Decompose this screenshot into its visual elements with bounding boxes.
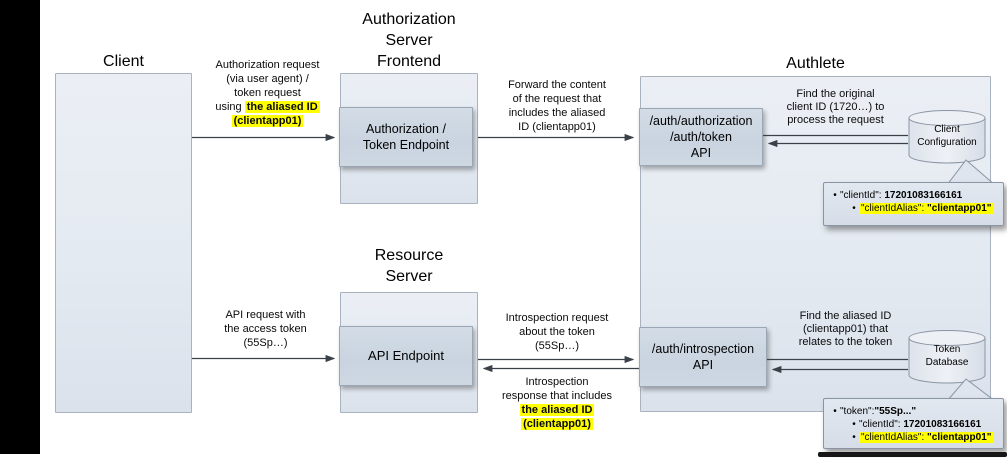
client-configuration-database-icon: Client Configuration xyxy=(908,110,986,164)
callout-item: •"clientId": 17201083166161 xyxy=(830,418,999,431)
box-label-line: Authorization / xyxy=(366,122,446,136)
api-endpoint-box: API Endpoint xyxy=(339,326,473,386)
bullet-icon: • xyxy=(833,190,837,201)
box-label-line: /auth/authorization xyxy=(649,114,753,128)
bullet-icon: • xyxy=(833,406,837,417)
auth-request-label: Authorization request (via user agent) /… xyxy=(215,59,320,127)
authorization-server-frontend-title: Authorization Server Frontend xyxy=(330,9,488,72)
box-label-line: Token Endpoint xyxy=(362,138,450,152)
left-black-bar xyxy=(0,0,40,454)
api-request-label: API request with the access token (55Sp…… xyxy=(224,309,307,349)
callout-item: •"clientIdAlias": "clientapp01" xyxy=(830,202,999,215)
client-configuration-label: Client Configuration xyxy=(917,124,977,148)
token-db-callout: •"token":"55Sp..." •"clientId": 17201083… xyxy=(823,398,1004,449)
callout-item: •"token":"55Sp..." xyxy=(830,405,999,418)
box-label-line: API xyxy=(692,358,714,372)
forward-request-label: Forward the content of the request that … xyxy=(508,79,606,133)
authorization-token-endpoint-box: Authorization / Token Endpoint xyxy=(339,107,473,167)
find-original-client-id-label: Find the original client ID (1720…) to p… xyxy=(786,88,885,126)
title-line: Authorization xyxy=(362,11,456,28)
client-config-callout: •"clientId": 17201083166161 •"clientIdAl… xyxy=(823,182,1004,226)
callout-item: •"clientId": 17201083166161 xyxy=(830,189,999,202)
bottom-right-black-bar xyxy=(818,452,1007,457)
bullet-icon: • xyxy=(852,432,856,443)
title-line: Frontend xyxy=(376,53,442,70)
box-label-line: /auth/introspection xyxy=(651,342,755,356)
box-label-line: API xyxy=(690,146,712,160)
resource-server-title: Resource Server xyxy=(330,245,488,287)
callout-item: •"clientIdAlias": "clientapp01" xyxy=(830,431,999,444)
title-line: Resource xyxy=(374,247,444,264)
auth-introspection-api-box: /auth/introspection API xyxy=(639,327,767,387)
introspection-response-label: Introspection response that includes the… xyxy=(501,376,613,430)
client-title: Client xyxy=(103,53,144,70)
bullet-icon: • xyxy=(852,419,856,430)
title-line: Server xyxy=(385,32,433,49)
title-line: Server xyxy=(385,268,433,285)
token-database-label: Token Database xyxy=(925,344,969,368)
introspection-request-label: Introspection request about the token (5… xyxy=(505,312,609,352)
box-label-line: API Endpoint xyxy=(368,348,444,363)
bullet-icon: • xyxy=(852,203,856,214)
client-box xyxy=(55,73,192,413)
find-aliased-id-label: Find the aliased ID (clientapp01) that r… xyxy=(798,310,893,348)
token-database-icon: Token Database xyxy=(908,330,986,384)
box-label-line: /auth/token xyxy=(670,130,732,144)
auth-authorization-api-box: /auth/authorization /auth/token API xyxy=(639,108,763,166)
authlete-title: Authlete xyxy=(786,55,845,72)
